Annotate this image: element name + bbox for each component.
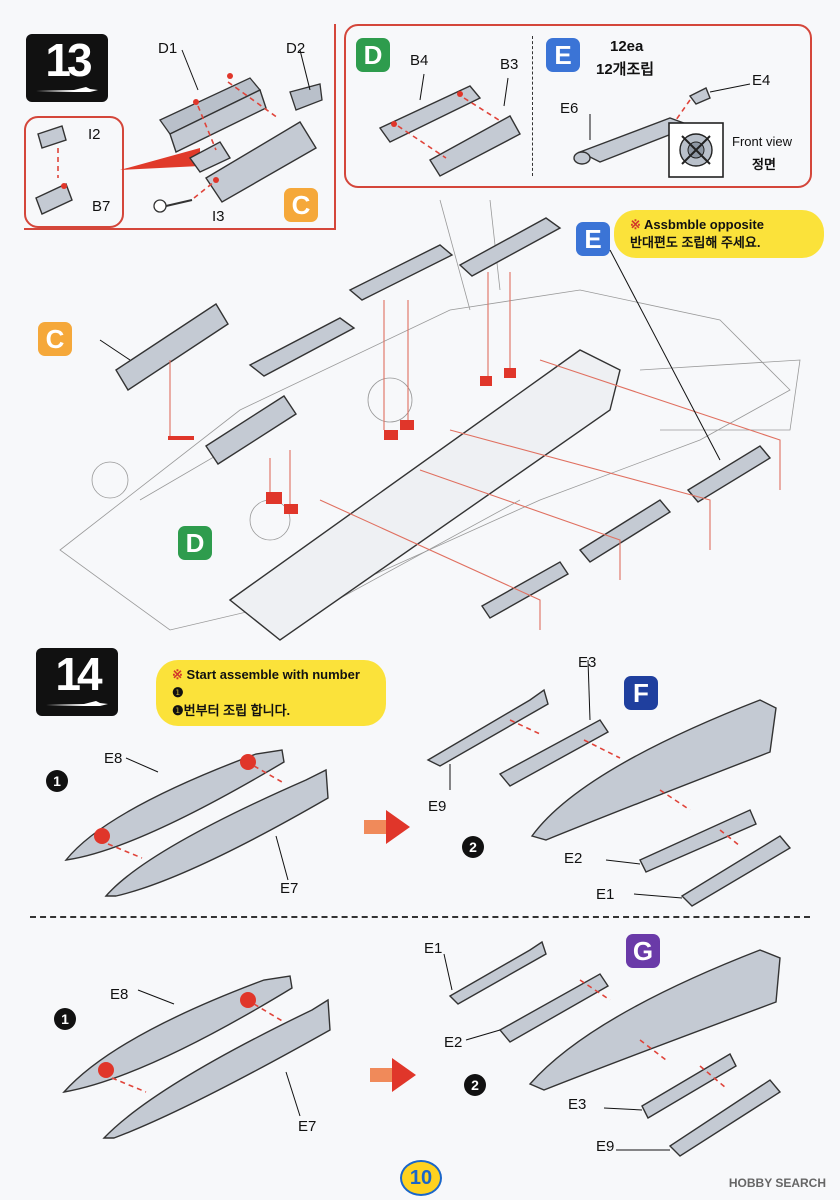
assemble-opposite-note: ※ Assbmble opposite 반대편도 조립해 주세요.: [614, 210, 824, 258]
start-assemble-note: ※ Start assemble with number ❶ ❶번부터 조립 합…: [156, 660, 386, 726]
step-2-marker: 2: [462, 836, 484, 858]
part-label-i2: I2: [88, 126, 101, 143]
tank-with-missiles-drawing: [426, 659, 792, 907]
launcher-rail-drawing: [378, 73, 521, 177]
aircraft-silhouette-icon: [36, 87, 98, 92]
part-label-e3: E3: [568, 1096, 587, 1113]
subassembly-tag-g: G: [626, 934, 660, 968]
fuel-tank-halves-drawing: [64, 749, 329, 897]
part-label-e9: E9: [596, 1138, 615, 1155]
inset-parts-drawing: [35, 49, 323, 215]
part-label-e8: E8: [104, 750, 123, 767]
part-label-e7: E7: [298, 1118, 317, 1135]
part-label-e4: E4: [752, 72, 771, 89]
aircraft-underside-drawing: [59, 199, 801, 641]
step-13-badge: 13: [26, 34, 108, 102]
page-number: 10: [400, 1160, 442, 1196]
note-marker: ※: [630, 217, 641, 232]
subassembly-tag-e: E: [546, 38, 580, 72]
part-label-e2: E2: [564, 850, 583, 867]
aircraft-silhouette-icon: [46, 701, 108, 706]
part-label-e1: E1: [424, 940, 443, 957]
part-label-b3: B3: [500, 56, 519, 73]
part-label-i3: I3: [212, 208, 225, 225]
fuel-tank-halves-drawing: [62, 975, 331, 1139]
note-line-1: Start assemble with number ❶: [172, 667, 360, 700]
front-view-label-ko: 정면: [752, 157, 776, 172]
part-label-e3: E3: [578, 654, 597, 671]
note-line-2: ❶번부터 조립 합니다.: [172, 703, 291, 718]
part-label-e8: E8: [110, 986, 129, 1003]
bomb-e-drawing: [573, 83, 751, 165]
main-tag-c: C: [38, 322, 72, 356]
part-label-e6: E6: [560, 100, 579, 117]
frame-line: [24, 228, 334, 230]
front-view-icon: [668, 122, 724, 178]
subassembly-tag-d: D: [356, 38, 390, 72]
note-line-1: Assbmble opposite: [644, 217, 764, 232]
front-view-label: Front view: [732, 134, 792, 149]
part-label-e1: E1: [596, 886, 615, 903]
subassembly-tag-f: F: [624, 676, 658, 710]
part-label-d2: D2: [286, 40, 306, 57]
subassembly-tag-c: C: [284, 188, 318, 222]
part-label-e7: E7: [280, 880, 299, 897]
inset-frame-i2-b7: [24, 116, 124, 228]
part-label-e2: E2: [444, 1034, 463, 1051]
section-divider: [30, 916, 810, 918]
step-14-badge: 14: [36, 648, 118, 716]
part-label-d1: D1: [158, 40, 178, 57]
note-line-2: 반대편도 조립해 주세요.: [630, 235, 761, 250]
part-label-b7: B7: [92, 198, 111, 215]
note-marker: ※: [172, 667, 183, 682]
main-tag-d: D: [178, 526, 212, 560]
part-label-e9: E9: [428, 798, 447, 815]
step-number: 14: [55, 648, 102, 700]
step-number: 13: [45, 34, 92, 86]
tank-with-missiles-drawing: [443, 940, 782, 1157]
part-label-b4: B4: [410, 52, 429, 69]
frame-line: [334, 24, 336, 230]
next-step-arrow-icon: [370, 1058, 416, 1092]
panel-divider: [532, 36, 533, 176]
next-step-arrow-icon: [364, 810, 410, 844]
quantity-label: 12ea: [610, 38, 644, 55]
watermark-text: HOBBY SEARCH: [728, 1176, 826, 1190]
step-2-marker: 2: [464, 1074, 486, 1096]
step-1-marker: 1: [54, 1008, 76, 1030]
quantity-label-ko: 12개조립: [596, 61, 655, 78]
subassembly-panel-d-e: [344, 24, 812, 188]
step-1-marker: 1: [46, 770, 68, 792]
main-tag-e: E: [576, 222, 610, 256]
